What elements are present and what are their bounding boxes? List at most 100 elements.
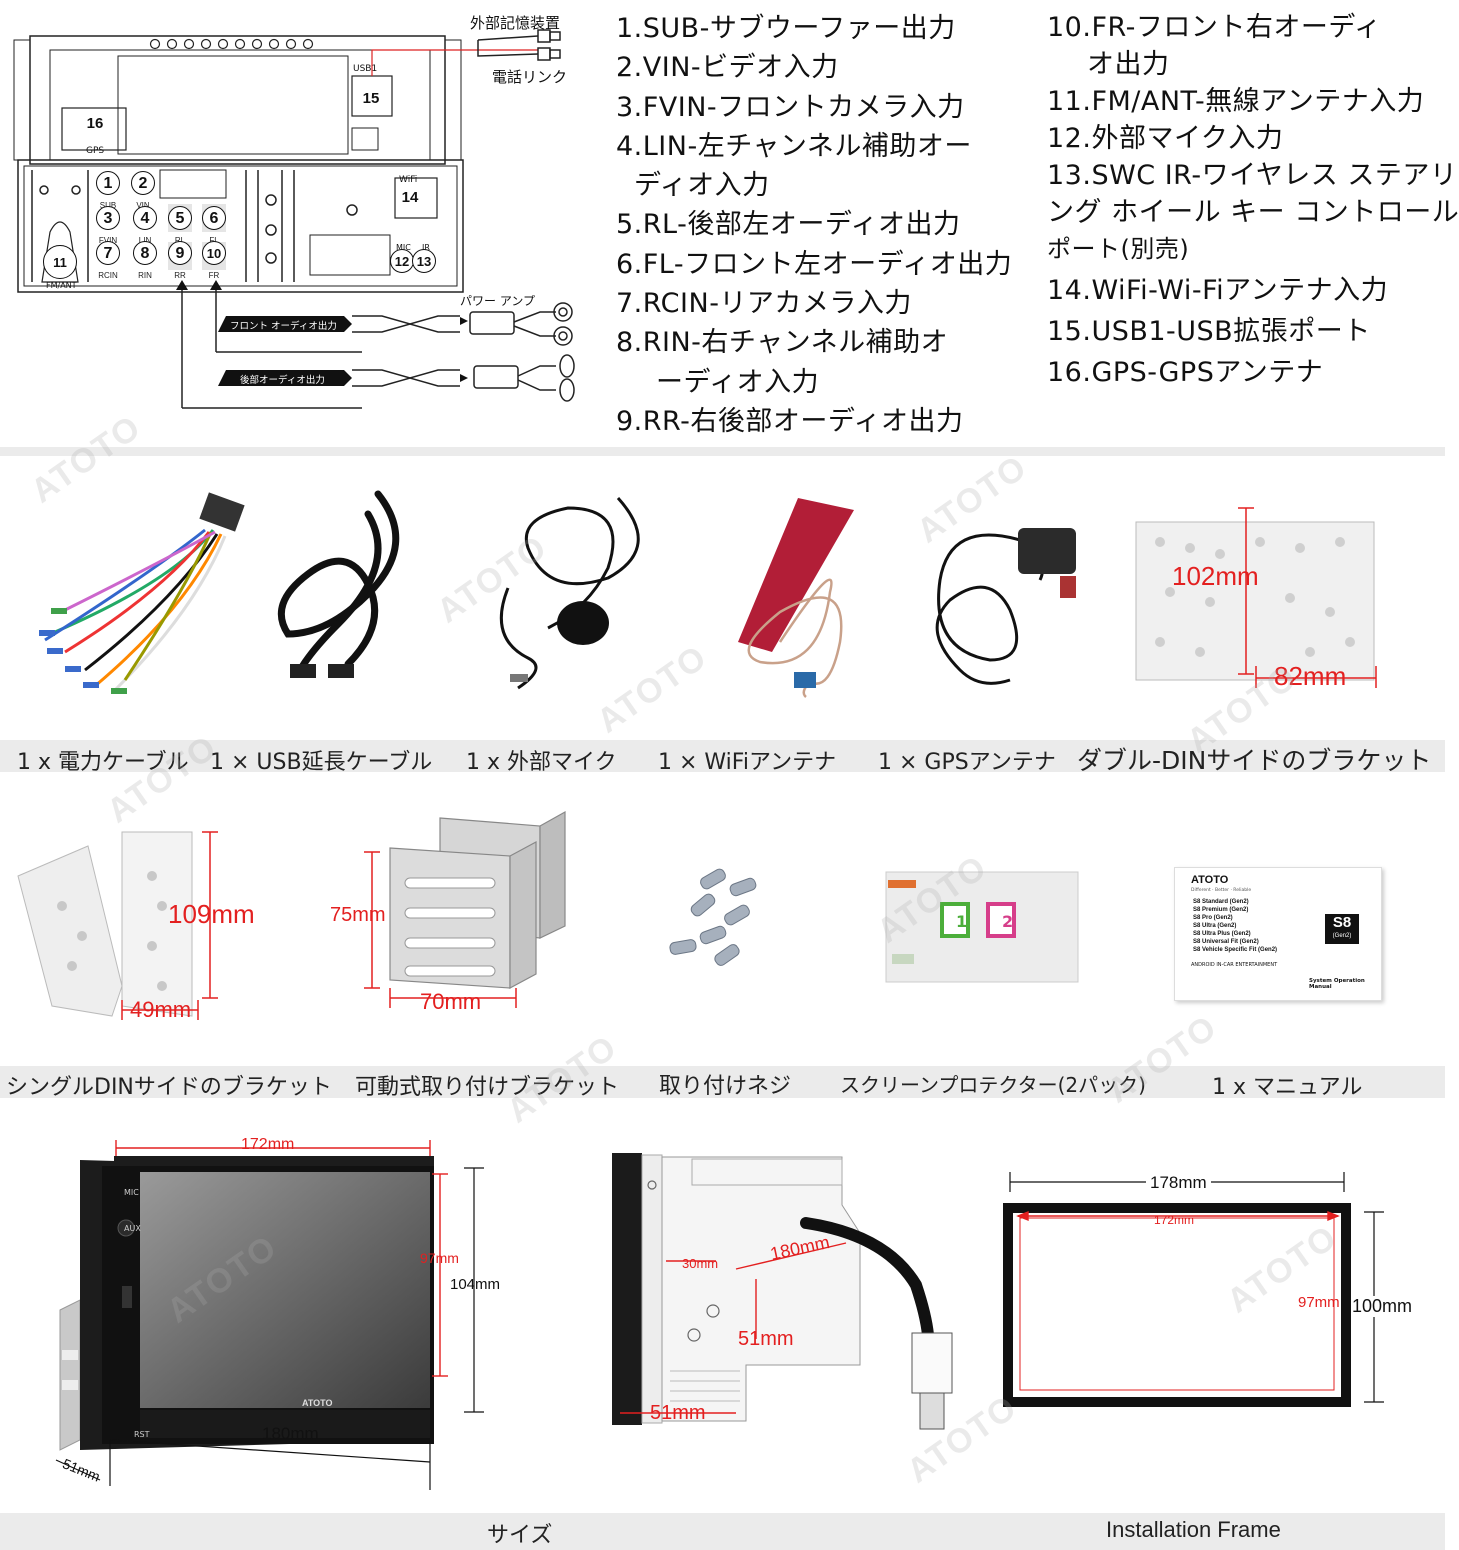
manual-model: S8 Vehicle Specific Fit (Gen2)	[1193, 947, 1278, 953]
pin-3: 3.FVIN-フロントカメラ入力	[616, 91, 965, 123]
port-badge-15: 15	[362, 90, 380, 107]
device-mic-label: MIC	[124, 1188, 139, 1197]
manual-brand: ATOTO	[1191, 874, 1229, 886]
manual-image: ATOTO Different · Better · Reliable S8 S…	[1174, 867, 1382, 1001]
pin-list-right: 10.FR-フロント右オーディ オ出力 11.FM/ANT-無線アンテナ入力 1…	[1047, 9, 1459, 391]
side-depth-a: 30mm	[682, 1256, 719, 1271]
caption-power-cable: 1 x 電力ケーブル	[17, 750, 189, 775]
port-badge-8: 8	[133, 241, 157, 265]
frame-outer-width: 178mm	[1146, 1173, 1211, 1193]
pin-16: 16.GPS-GPSアンテナ	[1047, 357, 1324, 388]
port-label-9: RR	[174, 271, 186, 280]
manual-model: S8 Standard (Gen2)	[1193, 899, 1249, 905]
port-label-10: FR	[208, 271, 220, 280]
port-badge-11: 11	[43, 245, 77, 279]
microphone-image	[499, 496, 640, 690]
pin-10: 10.FR-フロント右オーディ	[1047, 12, 1382, 43]
caption-adjustable-bracket: 可動式取り付けブラケット	[355, 1075, 620, 1100]
device-aux-label: AUX	[124, 1224, 141, 1233]
port-badge-13: 13	[412, 249, 436, 273]
port-label-3: FVIN	[88, 236, 128, 245]
device-rst-label: RST	[134, 1430, 150, 1439]
double-din-bracket-image	[1135, 507, 1377, 688]
device-brand: ATOTO	[302, 1398, 333, 1408]
ext-storage-label: 外部記憶装置	[470, 14, 561, 32]
port-label-6: FL	[194, 236, 234, 245]
port-badge-1: 1	[96, 171, 120, 195]
caption-wifi-antenna: 1 × WiFiアンテナ	[658, 750, 837, 775]
caption-gps-antenna: 1 × GPSアンテナ	[878, 750, 1056, 775]
rear-audio-tag: 後部オーディオ出力	[240, 375, 325, 386]
pin-8: 8.RIN-右チャンネル補助オ	[616, 327, 949, 359]
installation-frame-image	[1003, 1172, 1384, 1407]
unit-width: 180mm	[262, 1424, 319, 1443]
manual-badge-text: S8	[1332, 914, 1352, 931]
pin-15: 15.USB1-USB拡張ポート	[1047, 316, 1371, 347]
pin-11: 11.FM/ANT-無線アンテナ入力	[1047, 86, 1425, 117]
caption-manual: 1 x マニュアル	[1212, 1075, 1363, 1100]
screen-height: 97mm	[420, 1250, 459, 1266]
phone-link-label: 電話リンク	[492, 68, 568, 86]
pin-13: 13.SWC IR-ワイヤレス ステアリ	[1047, 160, 1458, 191]
divider-band	[0, 447, 1445, 456]
caption-installation-frame: Installation Frame	[1106, 1517, 1281, 1542]
screen-width: 172mm	[241, 1136, 295, 1153]
pin-13-cont: ング ホイール キー コントロール	[1047, 197, 1459, 228]
caption-usb-cable: 1 × USB延長ケーブル	[210, 750, 433, 775]
pin-2: 2.VIN-ビデオ入力	[616, 52, 839, 84]
side-width-d: 51mm	[650, 1402, 706, 1424]
port-label-8: RIN	[138, 271, 152, 280]
screws-image	[669, 868, 757, 966]
manual-models: S8 Standard (Gen2) S8 Premium (Gen2) S8 …	[1193, 898, 1277, 954]
front-audio-tag: フロント オーディオ出力	[230, 321, 337, 332]
pin-list-left: 1.SUB-サブウーファー出力 2.VIN-ビデオ入力 3.FVIN-フロントカ…	[616, 9, 1012, 441]
caption-single-din: シングルDINサイドのブラケット	[6, 1075, 332, 1100]
caption-double-din: ダブル-DINサイドのブラケット	[1077, 746, 1432, 775]
bracket-height: 75mm	[330, 904, 386, 926]
gps-label: GPS	[86, 146, 105, 156]
wifi-antenna-image	[738, 498, 854, 698]
port-label-4: LIN	[125, 236, 165, 245]
caption-screen-protector: スクリーンプロテクター(2パック)	[840, 1073, 1146, 1097]
manual-badge: S8 (Gen2)	[1325, 914, 1359, 944]
manual-model: S8 Ultra (Gen2)	[1193, 923, 1237, 929]
protector-card-1: 1	[956, 912, 968, 931]
port-badge-7: 7	[96, 241, 120, 265]
frame-inner-width: 172mm	[1154, 1213, 1195, 1227]
pin-4-cont: ディオ入力	[634, 170, 770, 202]
manual-model: S8 Premium (Gen2)	[1193, 907, 1249, 913]
protector-card-2: 2	[1002, 912, 1014, 931]
unit-height: 104mm	[450, 1276, 501, 1293]
manual-tagline: Different · Better · Reliable	[1191, 888, 1252, 893]
port-label-1: SUB	[88, 201, 128, 210]
port-badge-16: 16	[86, 115, 104, 132]
manual-model: S8 Ultra Plus (Gen2)	[1193, 931, 1251, 937]
single-din-bracket-image	[17, 831, 218, 1020]
pin-9: 9.RR-右後部オーディオ出力	[616, 405, 964, 437]
port-badge-4: 4	[133, 206, 157, 230]
caption-mic: 1 x 外部マイク	[466, 750, 617, 775]
pin-8-cont: ーディオ入力	[656, 366, 820, 398]
double-din-height: 102mm	[1172, 561, 1259, 591]
pin-6: 6.FL-フロント左オーディオ出力	[616, 248, 1013, 280]
caption-band-1	[0, 740, 1445, 772]
screen-protector-image	[885, 871, 1079, 983]
manual-badge-sub: (Gen2)	[1332, 933, 1352, 939]
double-din-width: 82mm	[1274, 661, 1347, 691]
caption-size: サイズ	[487, 1523, 553, 1548]
device-dimension-image	[55, 1140, 484, 1490]
bracket-width: 70mm	[420, 989, 482, 1014]
caption-screws: 取り付けネジ	[659, 1074, 792, 1099]
manual-model: S8 Pro (Gen2)	[1193, 915, 1233, 921]
gps-antenna-image	[935, 528, 1076, 685]
pin-5: 5.RL-後部左オーディオ出力	[616, 209, 961, 241]
port-badge-12: 12	[390, 249, 414, 273]
port-label-2: VIN	[123, 201, 163, 210]
pin-12: 12.外部マイク入力	[1047, 123, 1284, 154]
fmant-label: FM/ANT	[46, 281, 77, 290]
single-din-width: 49mm	[130, 997, 192, 1022]
frame-outer-height: 100mm	[1352, 1296, 1413, 1317]
port-badge-2: 2	[131, 171, 155, 195]
single-din-height: 109mm	[168, 899, 255, 929]
caption-band-2	[0, 1066, 1445, 1098]
